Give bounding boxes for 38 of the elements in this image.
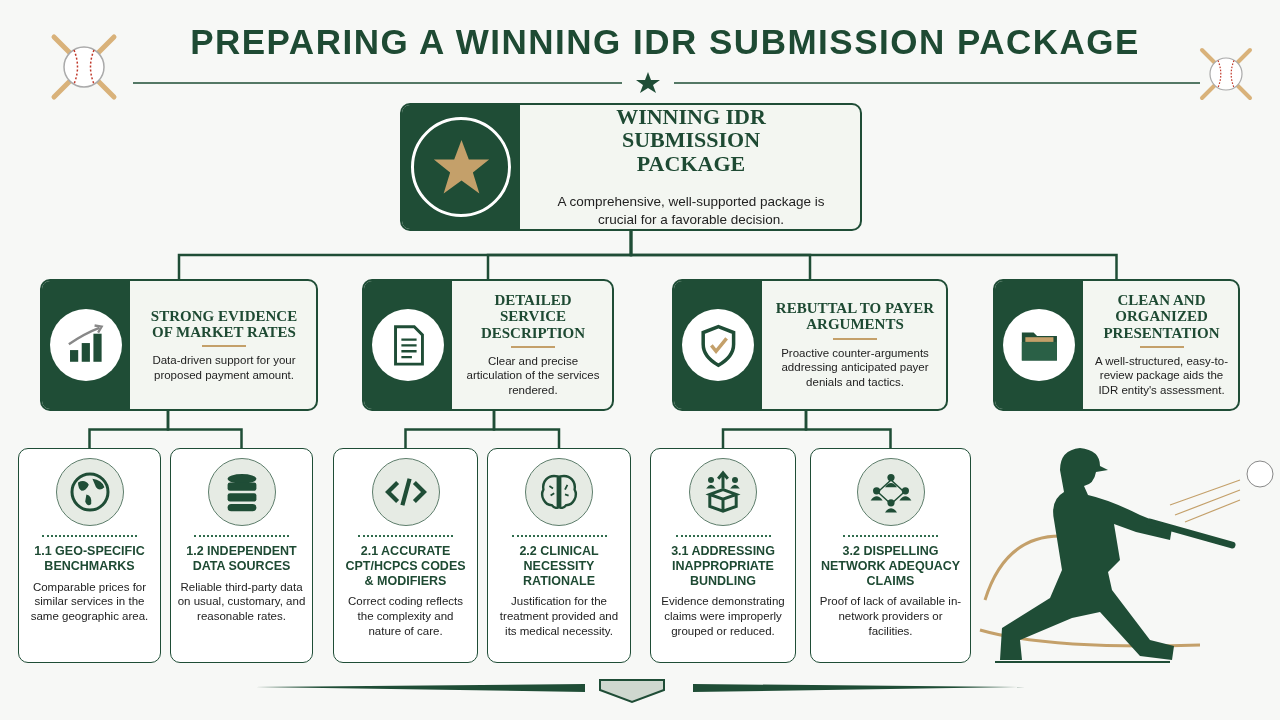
connector-line [629,231,1118,279]
category-card [993,279,1240,411]
card-heading: 2.1 ACCURATE CPT/HCPCS CODES & MODIFIERS [344,544,467,589]
card-description: Evidence demonstrating claims were improperly grouped or reduced. [660,594,786,640]
card-heading: 2.2 CLINICAL NECESSITY RATIONALE [518,544,600,589]
card-description: Comparable prices for similar services in the same geographic area. [29,579,150,625]
card-description: Reliable third-party data on usual, customary, and reasonable rates. [177,579,306,625]
card-heading: 3.1 ADDRESSING INAPPROPRIATE BUNDLING [670,544,776,589]
subtopic-card [487,448,631,663]
subtopic-card [18,448,161,663]
card-description: Correct coding reflects the complexity and nature of care. [346,594,464,640]
card-description: Justification for the treatment provided and its medical necessity. [498,594,620,640]
card-heading: 3.2 DISPELLING NETWORK ADEQUACY CLAIMS [819,544,962,589]
card-heading: STRONG EVIDENCE OF MARKET RATES [149,307,299,340]
card-description: Proactive counter-arguments addressing anticipated payer denials and tactics. [780,345,930,390]
category-card [672,279,948,411]
card-description: A well-structured, easy-to-review package aids the IDR entity's assessment. [1094,353,1229,398]
subtopic-card [650,448,796,663]
card-description: A comprehensive, well-supported package is crucial for a favorable decision. [556,192,826,229]
card-heading: WINNING IDR SUBMISSION PACKAGE [615,105,767,176]
card-heading: REBUTTAL TO PAYER ARGUMENTS [774,300,936,333]
main-card [400,103,862,231]
card-description: Data-driven support for your proposed payment amount. [151,352,297,383]
subtopic-card [333,448,478,663]
subtopic-card [170,448,313,663]
connector-line [492,411,561,448]
card-heading: DETAILED SERVICE DESCRIPTION [479,292,587,341]
card-heading: 1.1 GEO-SPECIFIC BENCHMARKS [33,544,146,574]
subtopic-card [810,448,971,663]
card-description: Clear and precise articulation of the services rendered. [465,353,601,398]
connector-line [166,411,243,448]
category-card [362,279,614,411]
connector-line [804,411,892,448]
category-card [40,279,318,411]
title: PREPARING A WINNING IDR SUBMISSION PACKAGE [189,22,1141,62]
card-heading: CLEAN AND ORGANIZED PRESENTATION [1102,292,1221,341]
card-heading: 1.2 INDEPENDENT DATA SOURCES [185,544,298,574]
card-description: Proof of lack of available in-network providers or facilities. [818,594,963,640]
